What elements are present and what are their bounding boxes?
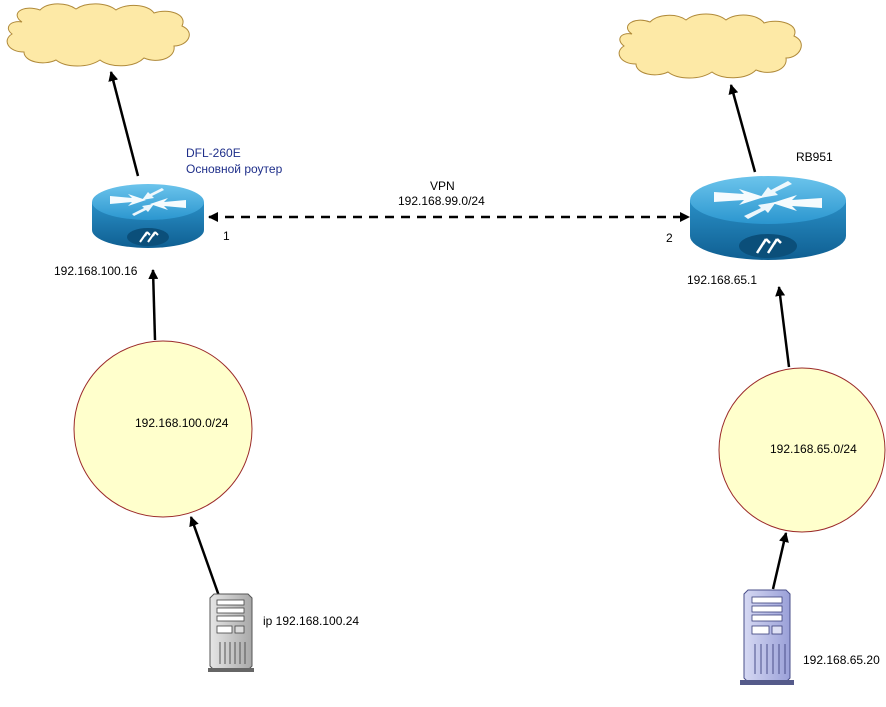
left-subnet-circle (73, 340, 253, 518)
vpn-subnet: 192.168.99.0/24 (398, 194, 485, 208)
vpn-title: VPN (430, 179, 455, 193)
right-router-icon (690, 176, 846, 260)
right-server-icon (740, 589, 794, 685)
left-router-icon (92, 184, 204, 248)
left-router-ip: 192.168.100.16 (54, 264, 138, 278)
left-router-name: DFL-260E (186, 146, 241, 160)
right-router-to-cloud-arrow (728, 84, 757, 173)
left-subnet-to-router-arrow (148, 269, 159, 341)
right-server-to-subnet-arrow (771, 532, 789, 590)
right-subnet-label: 192.168.65.0/24 (770, 442, 857, 456)
right-router-ip: 192.168.65.1 (687, 273, 757, 287)
right-subnet-circle (718, 367, 886, 533)
right-cloud-icon (618, 13, 802, 79)
vpn-end-left-label: 1 (223, 229, 230, 243)
left-router-description: Основной роутер (186, 162, 283, 176)
left-server-to-subnet-arrow (189, 516, 221, 597)
right-subnet-to-router-arrow (775, 286, 791, 368)
connector-lines (108, 71, 791, 597)
right-server-ip: 192.168.65.20 (803, 653, 880, 667)
left-subnet-label: 192.168.100.0/24 (135, 416, 229, 430)
left-cloud-icon (6, 3, 190, 67)
vpn-end-right-label: 2 (666, 231, 673, 245)
right-router-name: RB951 (796, 150, 833, 164)
left-server-icon (208, 593, 254, 672)
left-router-to-cloud-arrow (108, 71, 140, 177)
left-server-ip: ip 192.168.100.24 (263, 614, 359, 628)
